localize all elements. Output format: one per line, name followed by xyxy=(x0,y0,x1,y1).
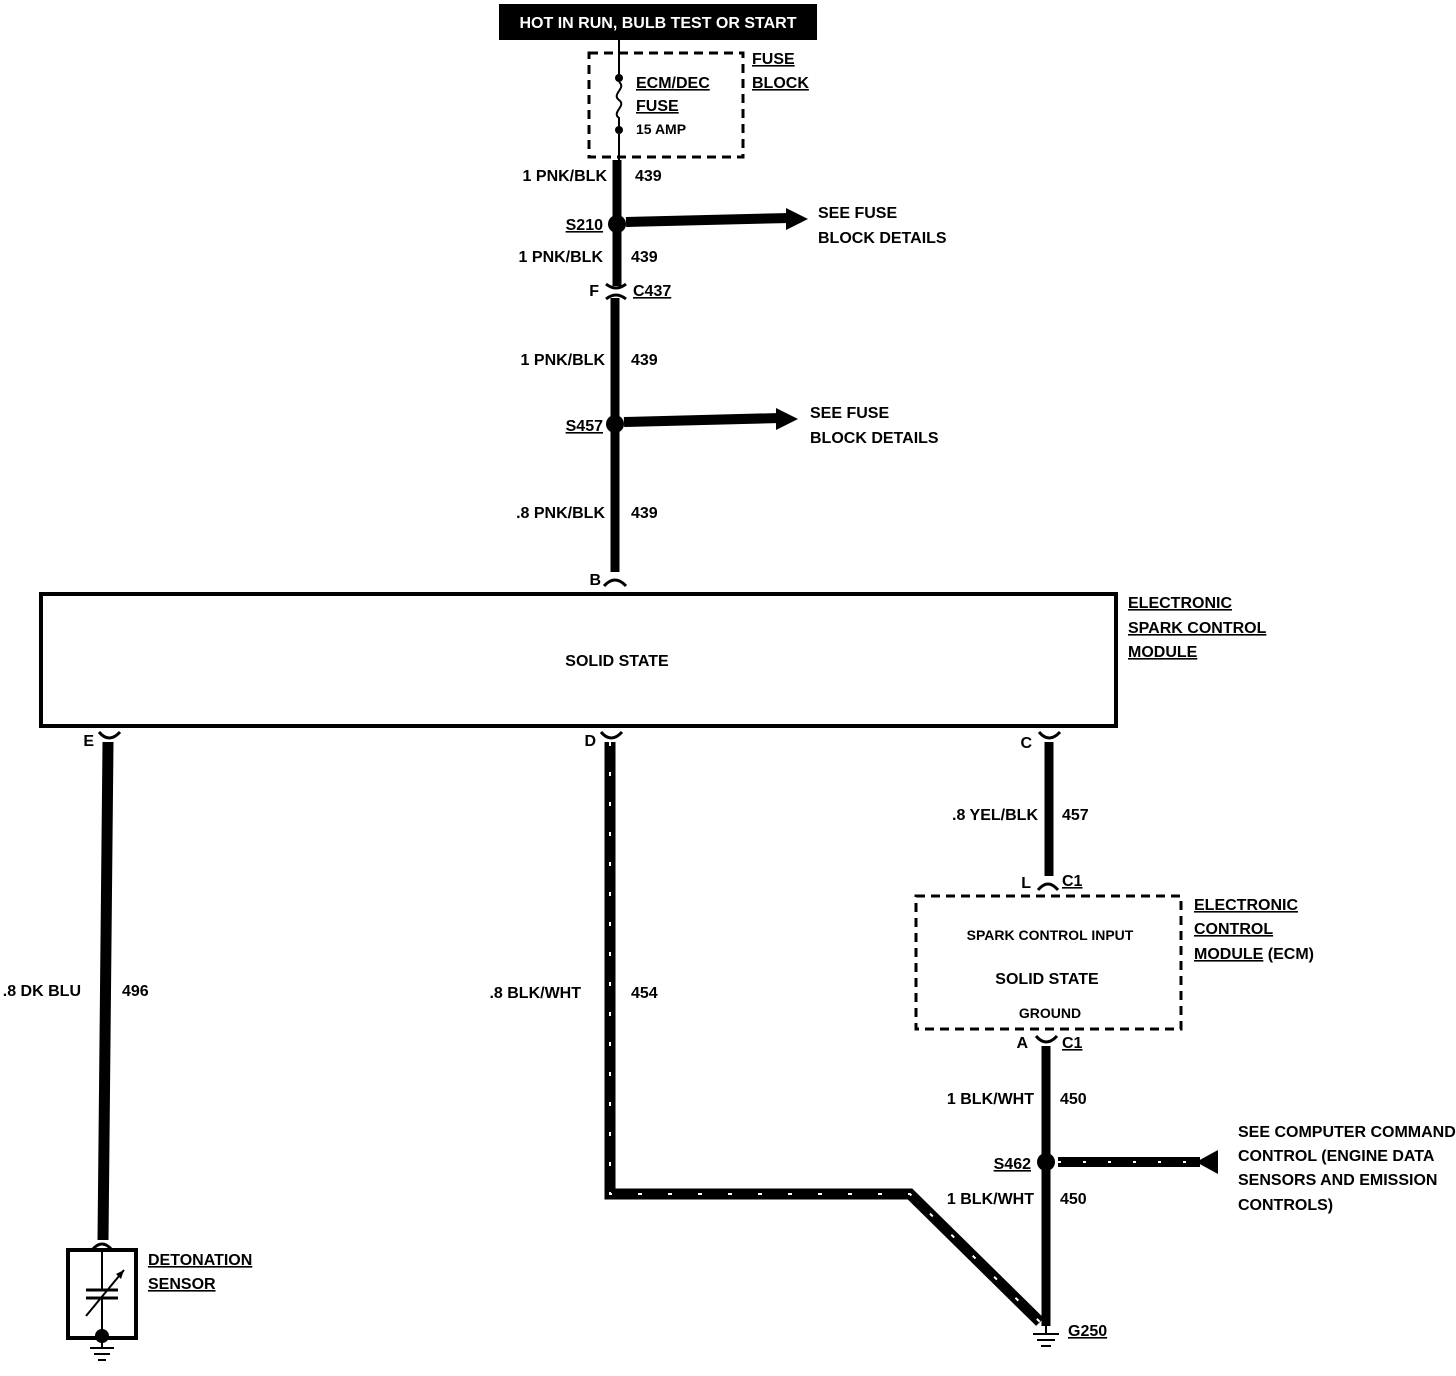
fuse-name-line-2: FUSE xyxy=(636,98,679,115)
arrow-right-icon xyxy=(786,208,808,230)
wire-e-circuit: 496 xyxy=(122,983,149,1000)
wire-c-gauge-color: .8 YEL/BLK xyxy=(952,807,1038,824)
ecm-input-text: SPARK CONTROL INPUT xyxy=(967,927,1134,943)
wire-g-gauge-color: 1 BLK/WHT xyxy=(947,1191,1034,1208)
wire-c-circuit: 457 xyxy=(1062,807,1089,824)
wire-a-circuit: 450 xyxy=(1060,1091,1087,1108)
arrow-left-icon xyxy=(1196,1150,1218,1174)
ground-icon xyxy=(90,1340,114,1361)
wire-a-gauge-color: 1 BLK/WHT xyxy=(947,1091,1034,1108)
connector-esc-e-pin: E xyxy=(83,733,94,750)
esc-module-name-line-2: SPARK CONTROL xyxy=(1128,620,1267,637)
fuse-block-label-line-2: BLOCK xyxy=(752,75,809,92)
computer-command-ref-line-4: CONTROLS) xyxy=(1238,1197,1333,1214)
connector-ecm-a-name: C1 xyxy=(1062,1035,1083,1052)
wire-2-circuit: 439 xyxy=(631,249,658,266)
connector-ecm-a-pin: A xyxy=(1016,1035,1028,1052)
connector-esc-c-pin: C xyxy=(1020,735,1032,752)
wire-1-gauge-color: 1 PNK/BLK xyxy=(523,168,608,185)
connector-esc-d-pin: D xyxy=(584,733,596,750)
ecm-name-line-3: MODULE xyxy=(1194,946,1264,963)
ecm-ground-text: GROUND xyxy=(1019,1005,1081,1021)
ecm-name-line-3-row: MODULE (ECM) xyxy=(1194,946,1314,963)
fuse-name-line-1: ECM/DEC xyxy=(636,75,710,92)
ground-g250-label: G250 xyxy=(1068,1323,1107,1340)
terminal-c-circuit: C .8 YEL/BLK 457 L C1 xyxy=(952,730,1089,892)
ecm-name-line-2: CONTROL xyxy=(1194,921,1273,938)
computer-command-ref-line-1: SEE COMPUTER COMMAND xyxy=(1238,1124,1456,1141)
wire-3-circuit: 439 xyxy=(631,352,658,369)
arrow-right-icon xyxy=(776,408,798,430)
ecm-module: SPARK CONTROL INPUT SOLID STATE GROUND E… xyxy=(914,894,1314,1031)
fuse-block-label-line-1: FUSE xyxy=(752,51,795,68)
splice-s462: S462 SEE COMPUTER COMMAND CONTROL (ENGIN… xyxy=(994,1124,1456,1214)
connector-esc-b-pin: B xyxy=(589,572,601,589)
terminal-a-circuit: A C1 1 BLK/WHT 450 1 BLK/WHT 450 xyxy=(947,1034,1087,1326)
splice-s210-label: S210 xyxy=(566,217,603,234)
fuse-bottom-terminal xyxy=(615,126,623,134)
esc-module: SOLID STATE ELECTRONIC SPARK CONTROL MOD… xyxy=(39,592,1267,728)
esc-module-body-text: SOLID STATE xyxy=(565,653,669,670)
fuse-details-ref-1-line-1: SEE FUSE xyxy=(818,205,897,222)
fuse-block: ECM/DEC FUSE 15 AMP FUSE BLOCK xyxy=(587,40,809,160)
wire-g-circuit: 450 xyxy=(1060,1191,1087,1208)
splice-s210: S210 SEE FUSE BLOCK DETAILS xyxy=(566,205,947,247)
connector-esc-b: B xyxy=(589,572,628,589)
splice-s457: S457 SEE FUSE BLOCK DETAILS xyxy=(566,405,939,447)
power-source-header: HOT IN RUN, BULB TEST OR START xyxy=(499,4,817,40)
computer-command-ref-line-2: CONTROL (ENGINE DATA xyxy=(1238,1148,1435,1165)
connector-c437-name: C437 xyxy=(633,283,671,300)
fuse-element-icon xyxy=(615,81,623,128)
connector-ecm-l-pin: L xyxy=(1021,875,1031,892)
fuse-rating: 15 AMP xyxy=(636,121,686,137)
computer-command-ref-line-3: SENSORS AND EMISSION xyxy=(1238,1172,1437,1189)
fuse-details-ref-2-line-1: SEE FUSE xyxy=(810,405,889,422)
terminal-d-circuit: D .8 BLK/WHT 454 xyxy=(489,730,1044,1326)
wire-4-gauge-color: .8 PNK/BLK xyxy=(516,505,605,522)
wire-3-gauge-color: 1 PNK/BLK xyxy=(521,352,606,369)
detonation-sensor: DETONATION SENSOR xyxy=(66,1242,252,1361)
detonation-sensor-name-line-2: SENSOR xyxy=(148,1276,216,1293)
variable-capacitor-icon xyxy=(85,1252,125,1332)
connector-ecm-l-name: C1 xyxy=(1062,873,1083,890)
wire-d-gauge-color: .8 BLK/WHT xyxy=(489,985,581,1002)
ground-g250: G250 xyxy=(1033,1323,1107,1347)
fuse-details-ref-1-line-2: BLOCK DETAILS xyxy=(818,230,947,247)
power-source-label: HOT IN RUN, BULB TEST OR START xyxy=(519,15,796,32)
esc-module-name-line-3: MODULE xyxy=(1128,644,1198,661)
connector-c437-pin: F xyxy=(589,283,599,300)
splice-s457-label: S457 xyxy=(566,418,603,435)
wire-1-circuit: 439 xyxy=(635,168,662,185)
ground-icon xyxy=(1033,1326,1059,1347)
detonation-sensor-name-line-1: DETONATION xyxy=(148,1252,252,1269)
fuse-details-ref-2-line-2: BLOCK DETAILS xyxy=(810,430,939,447)
ecm-body-text: SOLID STATE xyxy=(995,971,1099,988)
ecm-name-line-1: ELECTRONIC xyxy=(1194,897,1298,914)
ecm-name-suffix: (ECM) xyxy=(1268,946,1314,963)
esc-module-name-line-1: ELECTRONIC xyxy=(1128,595,1232,612)
wire-4-circuit: 439 xyxy=(631,505,658,522)
wire-2-gauge-color: 1 PNK/BLK xyxy=(519,249,604,266)
fuse-top-terminal xyxy=(615,74,623,82)
terminal-e-circuit: E .8 DK BLU 496 xyxy=(3,730,149,1241)
wire-d-circuit: 454 xyxy=(631,985,658,1002)
connector-c437: F C437 xyxy=(589,282,671,301)
wire-e-gauge-color: .8 DK BLU xyxy=(3,983,81,1000)
splice-s462-label: S462 xyxy=(994,1156,1031,1173)
